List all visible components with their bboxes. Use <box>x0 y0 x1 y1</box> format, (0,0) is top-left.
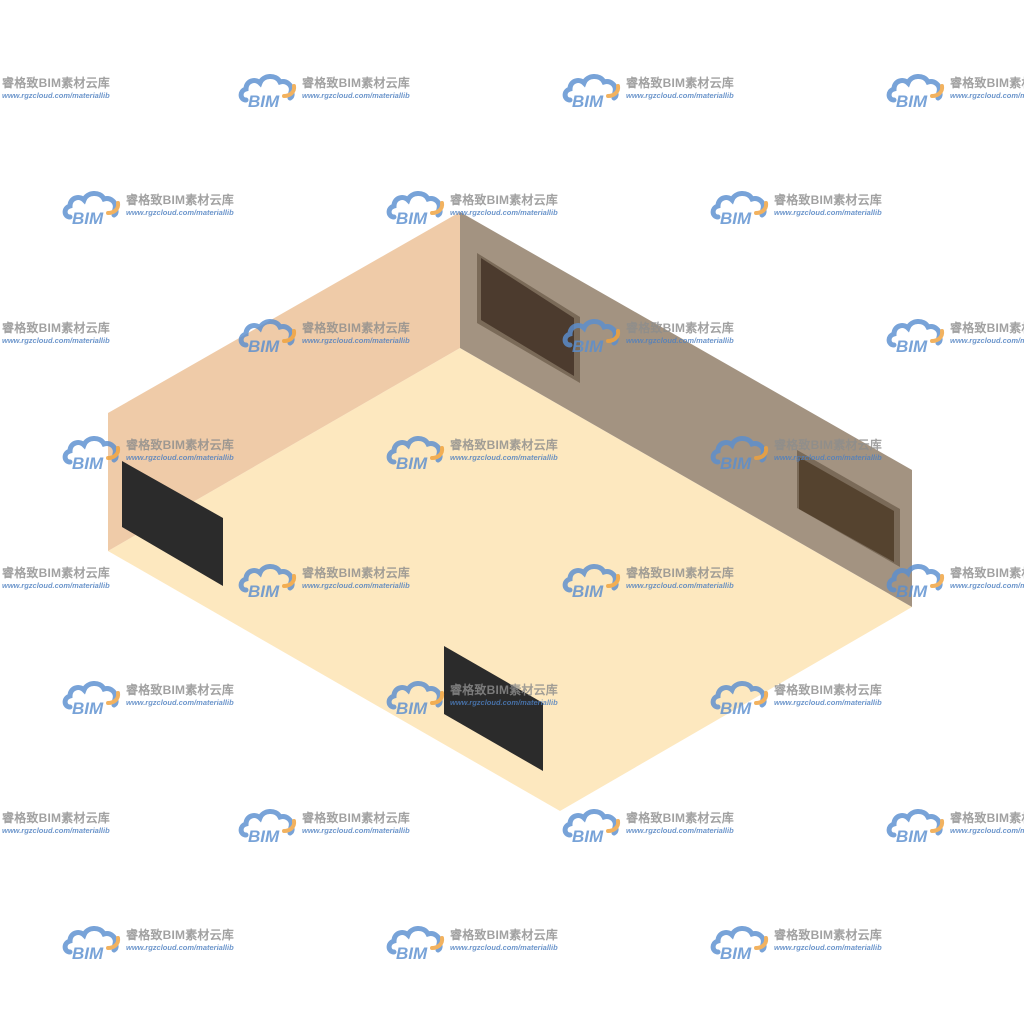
left-wall <box>108 212 460 551</box>
left-door-opening <box>122 461 223 586</box>
back-wall-window <box>481 258 574 376</box>
front-door-opening <box>444 646 543 771</box>
back-wall-window-right <box>799 457 894 562</box>
